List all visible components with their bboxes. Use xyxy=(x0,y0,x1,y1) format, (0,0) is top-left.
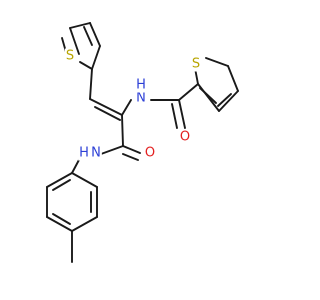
bond xyxy=(94,106,121,121)
bond xyxy=(121,99,132,116)
bond xyxy=(121,114,124,147)
molecule-canvas: S S N H O N H O xyxy=(46,22,239,263)
bond xyxy=(46,172,73,188)
sulfur-atom-right: S xyxy=(192,57,200,72)
bond xyxy=(52,213,71,225)
bond xyxy=(89,22,101,47)
atom-label-background xyxy=(90,145,102,161)
bond xyxy=(171,103,178,129)
oxygen-atom-top: O xyxy=(180,130,190,145)
bond xyxy=(89,98,123,116)
molecule-structure: S S N H O N H O xyxy=(46,22,239,263)
hydrogen-atom-top: H xyxy=(136,78,146,93)
bond xyxy=(199,87,217,104)
atom-label-background xyxy=(78,145,90,161)
bond xyxy=(52,179,71,191)
anilide-amide xyxy=(71,114,141,174)
nitrogen-atom-bottom: N xyxy=(91,146,101,161)
atom-label-background xyxy=(143,145,157,161)
atom-label-background xyxy=(178,129,192,145)
bond xyxy=(227,65,239,92)
atom-label-background xyxy=(190,56,202,72)
atom-label-background xyxy=(64,48,76,64)
bond xyxy=(205,57,229,67)
tolyl-ring xyxy=(46,172,98,263)
bond xyxy=(122,145,141,154)
bond xyxy=(83,26,93,46)
nitrogen-atom-top: N xyxy=(136,91,146,106)
bond xyxy=(122,153,139,161)
bond xyxy=(217,93,232,107)
bond xyxy=(218,90,239,112)
bond xyxy=(100,145,124,155)
bond xyxy=(79,61,93,70)
atom-labels: S S N H O N H O xyxy=(64,48,202,161)
bond xyxy=(91,45,101,70)
bond xyxy=(46,216,73,232)
oxygen-atom-bottom: O xyxy=(145,146,155,161)
atom-label-background xyxy=(135,77,147,93)
alkene-linker xyxy=(89,68,132,121)
bond xyxy=(178,83,199,101)
sulfur-atom-left: S xyxy=(66,49,74,64)
bond xyxy=(89,68,93,100)
bond xyxy=(69,27,80,55)
bond xyxy=(71,216,98,232)
bond xyxy=(178,99,186,129)
atom-label-background xyxy=(135,90,147,106)
bond xyxy=(69,22,91,29)
bond xyxy=(71,172,98,188)
hydrogen-atom-bottom: H xyxy=(79,146,89,161)
